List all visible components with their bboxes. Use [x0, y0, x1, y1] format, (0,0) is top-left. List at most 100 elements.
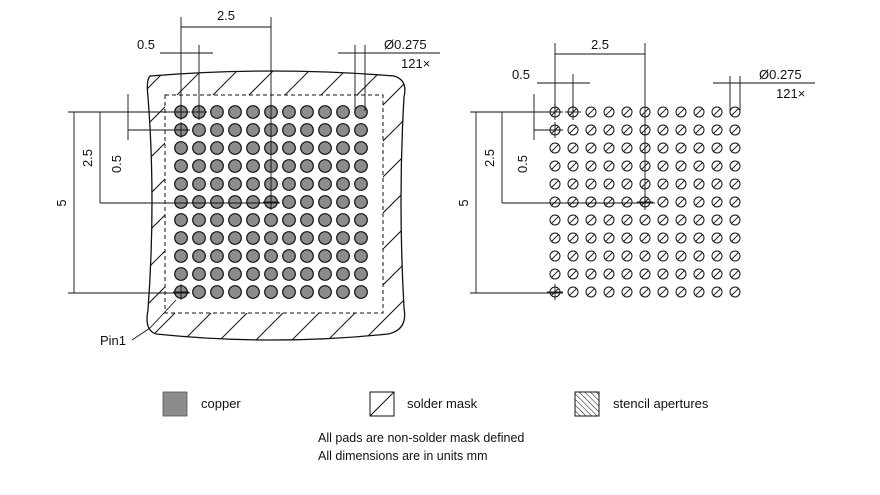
dim-count-label: 121× — [776, 86, 805, 101]
copper-pad — [192, 213, 206, 227]
copper-pad — [174, 249, 188, 263]
stencil-aperture — [657, 142, 669, 154]
stencil-aperture — [549, 178, 561, 190]
stencil-aperture — [639, 286, 651, 298]
stencil-aperture — [693, 250, 705, 262]
dim-pitch-label: 0.5 — [137, 37, 155, 52]
copper-pad — [318, 141, 332, 155]
stencil-aperture — [549, 214, 561, 226]
copper-pad — [264, 213, 278, 227]
copper-pad — [300, 285, 314, 299]
copper-pad — [354, 267, 368, 281]
dim-vertical-group-label: 2.5 — [80, 149, 95, 167]
copper-pad — [318, 195, 332, 209]
stencil-aperture — [621, 232, 633, 244]
copper-pad — [282, 177, 296, 191]
copper-pad — [300, 159, 314, 173]
copper-pad — [336, 195, 350, 209]
stencil-aperture — [621, 214, 633, 226]
dim-pitch-group-label: 2.5 — [591, 37, 609, 52]
copper-pad — [354, 213, 368, 227]
copper-pad — [228, 249, 242, 263]
stencil-aperture — [675, 124, 687, 136]
stencil-aperture — [585, 268, 597, 280]
copper-pad — [246, 195, 260, 209]
stencil-aperture — [675, 250, 687, 262]
stencil-aperture — [711, 196, 723, 208]
copper-pad — [174, 195, 188, 209]
copper-pad — [300, 177, 314, 191]
stencil-aperture — [657, 178, 669, 190]
stencil-aperture — [729, 232, 741, 244]
copper-pad — [336, 231, 350, 245]
copper-pad — [210, 267, 224, 281]
dim-pitch-group-label: 2.5 — [217, 8, 235, 23]
copper-pad — [174, 177, 188, 191]
stencil-aperture — [711, 124, 723, 136]
stencil-aperture — [693, 286, 705, 298]
copper-pad — [354, 159, 368, 173]
copper-pad — [336, 213, 350, 227]
stencil-aperture — [729, 124, 741, 136]
stencil-aperture — [567, 214, 579, 226]
stencil-aperture — [693, 178, 705, 190]
stencil-view: 2.5 0.5 Ø0.275 121× 5 2.5 0.5 — [456, 37, 815, 300]
copper-pad — [246, 141, 260, 155]
stencil-aperture — [729, 268, 741, 280]
stencil-aperture — [639, 214, 651, 226]
stencil-aperture — [639, 268, 651, 280]
stencil-aperture — [621, 178, 633, 190]
stencil-aperture — [693, 124, 705, 136]
stencil-aperture — [675, 160, 687, 172]
copper-pad — [192, 141, 206, 155]
copper-pad — [246, 105, 260, 119]
stencil-aperture — [693, 196, 705, 208]
stencil-aperture — [711, 250, 723, 262]
copper-pad — [210, 141, 224, 155]
copper-pad — [228, 177, 242, 191]
copper-pad — [282, 231, 296, 245]
dim-vertical-overall-label: 5 — [54, 199, 69, 206]
copper-pad — [318, 285, 332, 299]
copper-pad — [336, 159, 350, 173]
stencil-aperture — [621, 286, 633, 298]
copper-pad — [354, 177, 368, 191]
stencil-aperture — [675, 214, 687, 226]
copper-pad — [354, 285, 368, 299]
copper-pad — [300, 195, 314, 209]
copper-pad — [282, 123, 296, 137]
copper-pad — [210, 213, 224, 227]
copper-pad — [264, 231, 278, 245]
stencil-aperture — [657, 268, 669, 280]
stencil-aperture — [639, 232, 651, 244]
copper-pad — [192, 177, 206, 191]
copper-pad — [282, 195, 296, 209]
stencil-aperture — [657, 106, 669, 118]
reference-crosshairs — [547, 104, 653, 300]
copper-pad — [228, 105, 242, 119]
stencil-aperture — [729, 196, 741, 208]
stencil-aperture — [657, 232, 669, 244]
stencil-aperture — [585, 124, 597, 136]
copper-pad — [336, 249, 350, 263]
dim-vertical-pitch-label: 0.5 — [109, 155, 124, 173]
stencil-aperture — [729, 178, 741, 190]
copper-pad — [228, 195, 242, 209]
stencil-aperture — [603, 268, 615, 280]
stencil-aperture — [567, 250, 579, 262]
copper-pad — [354, 141, 368, 155]
copper-pad — [246, 249, 260, 263]
stencil-aperture — [657, 214, 669, 226]
stencil-aperture — [675, 178, 687, 190]
copper-pad — [228, 213, 242, 227]
copper-pad — [192, 285, 206, 299]
pin1-label: Pin1 — [100, 333, 126, 348]
left-dimension-lines — [68, 17, 440, 341]
stencil-swatch — [574, 391, 600, 417]
copper-pad — [192, 267, 206, 281]
stencil-aperture — [549, 268, 561, 280]
copper-pad — [192, 195, 206, 209]
copper-pad — [192, 159, 206, 173]
copper-pad — [282, 159, 296, 173]
stencil-aperture — [729, 142, 741, 154]
